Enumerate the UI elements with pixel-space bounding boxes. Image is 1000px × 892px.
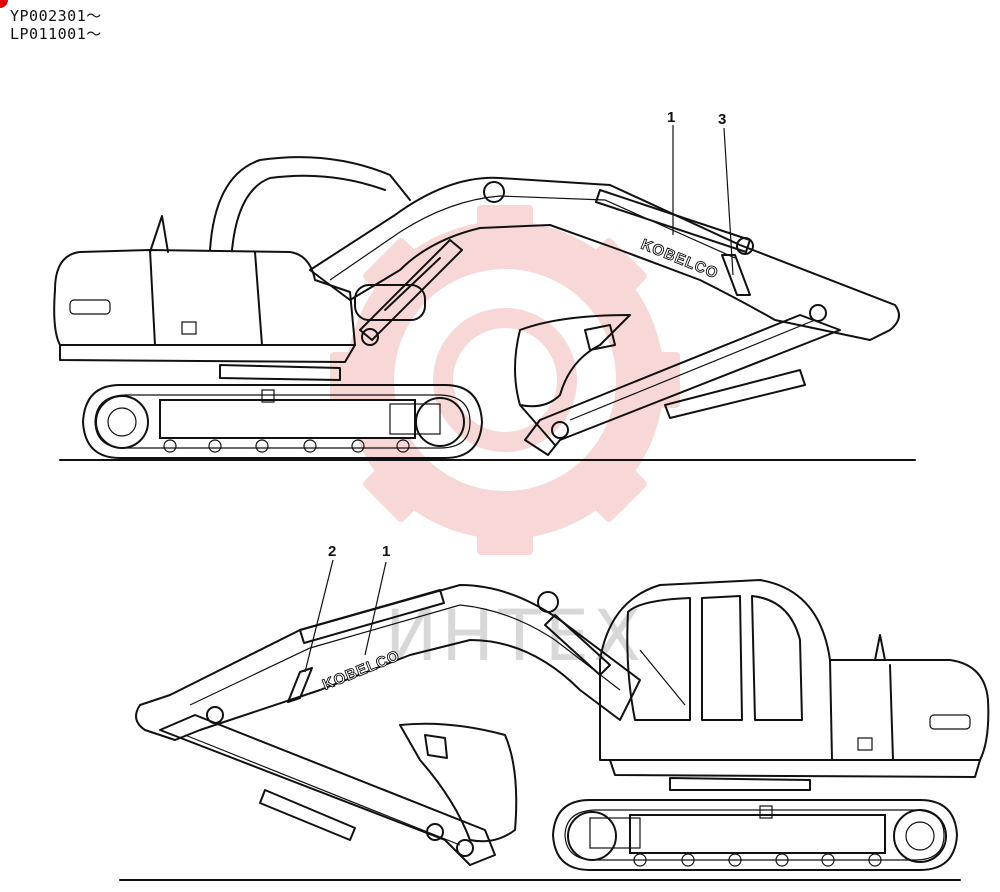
- top-callout-3: 3: [718, 111, 726, 128]
- top-crawler-track: [82, 384, 483, 459]
- top-callout-1: 1: [667, 109, 675, 126]
- top-callout-3-leader: [723, 127, 734, 276]
- top-decal-stripe: [721, 254, 751, 296]
- bottom-house: [599, 579, 990, 791]
- bottom-decal-stripe: [287, 667, 313, 703]
- top-excavator: KOBELCO 1 3: [53, 109, 916, 461]
- bottom-excavator: KOBELCO 2 1: [119, 543, 990, 881]
- bottom-callout-1: 1: [382, 543, 390, 560]
- bottom-callout-2-leader: [304, 559, 334, 673]
- top-front-attachment: [309, 176, 900, 456]
- top-house: [53, 156, 411, 381]
- serial-number-2: LP011001～: [10, 25, 102, 43]
- bottom-front-attachment: [135, 584, 641, 866]
- bottom-callout-2: 2: [328, 543, 336, 560]
- bottom-callout-1-leader: [364, 561, 387, 656]
- corner-marker: [0, 0, 8, 8]
- top-brand-decal: KOBELCO: [639, 236, 721, 282]
- bottom-crawler-track: [552, 799, 958, 871]
- serial-number-1: YP002301～: [10, 7, 102, 25]
